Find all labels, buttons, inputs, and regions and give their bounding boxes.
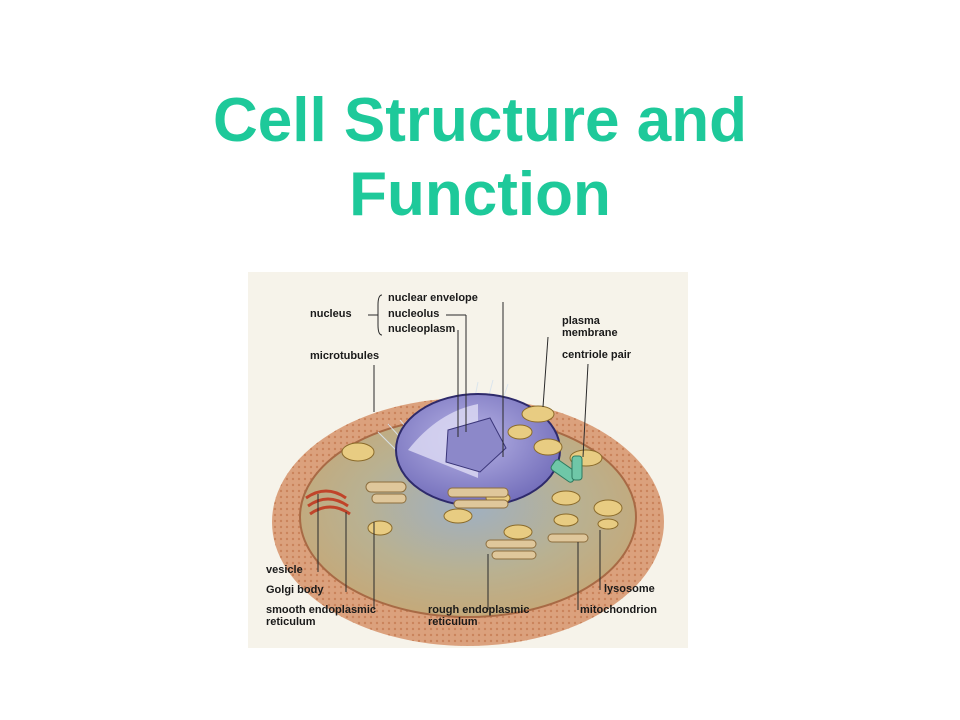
label-nucleoplasm: nucleoplasm <box>388 323 456 335</box>
endoplasmic-reticulum <box>365 481 589 560</box>
label-vesicle: vesicle <box>266 564 303 576</box>
label-nuclear-envelope: nuclear envelope <box>388 292 478 304</box>
label-nucleus: nucleus <box>310 308 352 320</box>
label-rough-er-1: rough endoplasmic <box>428 604 530 616</box>
label-plasma-membrane-1: plasma <box>562 315 600 327</box>
label-plasma-membrane-2: membrane <box>562 327 618 339</box>
centriole-pair <box>550 455 583 483</box>
label-golgi-body: Golgi body <box>266 584 324 596</box>
leader-lines <box>317 294 601 610</box>
golgi-body <box>305 489 351 516</box>
label-lysosome: lysosome <box>604 583 655 595</box>
label-centriole-pair: centriole pair <box>562 349 632 361</box>
cell-diagram: nucleus nuclear envelope nucleolus nucle… <box>248 272 688 648</box>
title-line-2: Function <box>349 160 611 229</box>
label-rough-er-2: reticulum <box>428 616 478 628</box>
title-line-1: Cell Structure and <box>213 86 747 155</box>
nucleolus <box>445 417 507 473</box>
label-mitochondrion: mitochondrion <box>580 604 657 616</box>
cell-illustration <box>272 294 664 646</box>
label-smooth-er-2: reticulum <box>266 616 316 628</box>
label-smooth-er-1: smooth endoplasmic <box>266 604 377 616</box>
label-microtubules: microtubules <box>310 350 380 362</box>
slide-title: Cell Structure and Function <box>0 84 960 232</box>
label-nucleolus: nucleolus <box>388 308 440 320</box>
